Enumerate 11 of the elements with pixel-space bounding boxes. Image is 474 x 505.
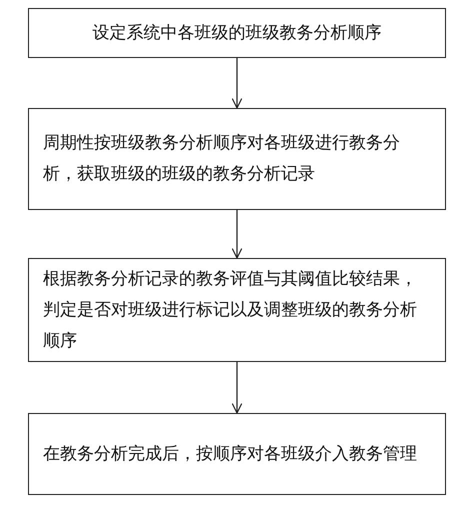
process-box [28,258,446,362]
process-box [28,413,446,495]
process-box [28,108,446,210]
arrow [232,362,242,414]
step-text: 根据教务分析记录的教务评值与其阈值比较结果，判定是否对班级进行标记以及调整班级的教务分析顺序 [43,268,418,352]
arrow [232,210,242,259]
arrow [232,58,242,109]
process-box [28,8,446,58]
step-text: 周期性按班级教务分析顺序对各班级进行教务分析，获取班级的班级的教务分析记录 [43,132,401,186]
step-text: 设定系统中各班级的班级教务分析顺序 [92,22,382,44]
step-text: 在教务分析完成后，按顺序对各班级介入教务管理 [43,442,417,466]
